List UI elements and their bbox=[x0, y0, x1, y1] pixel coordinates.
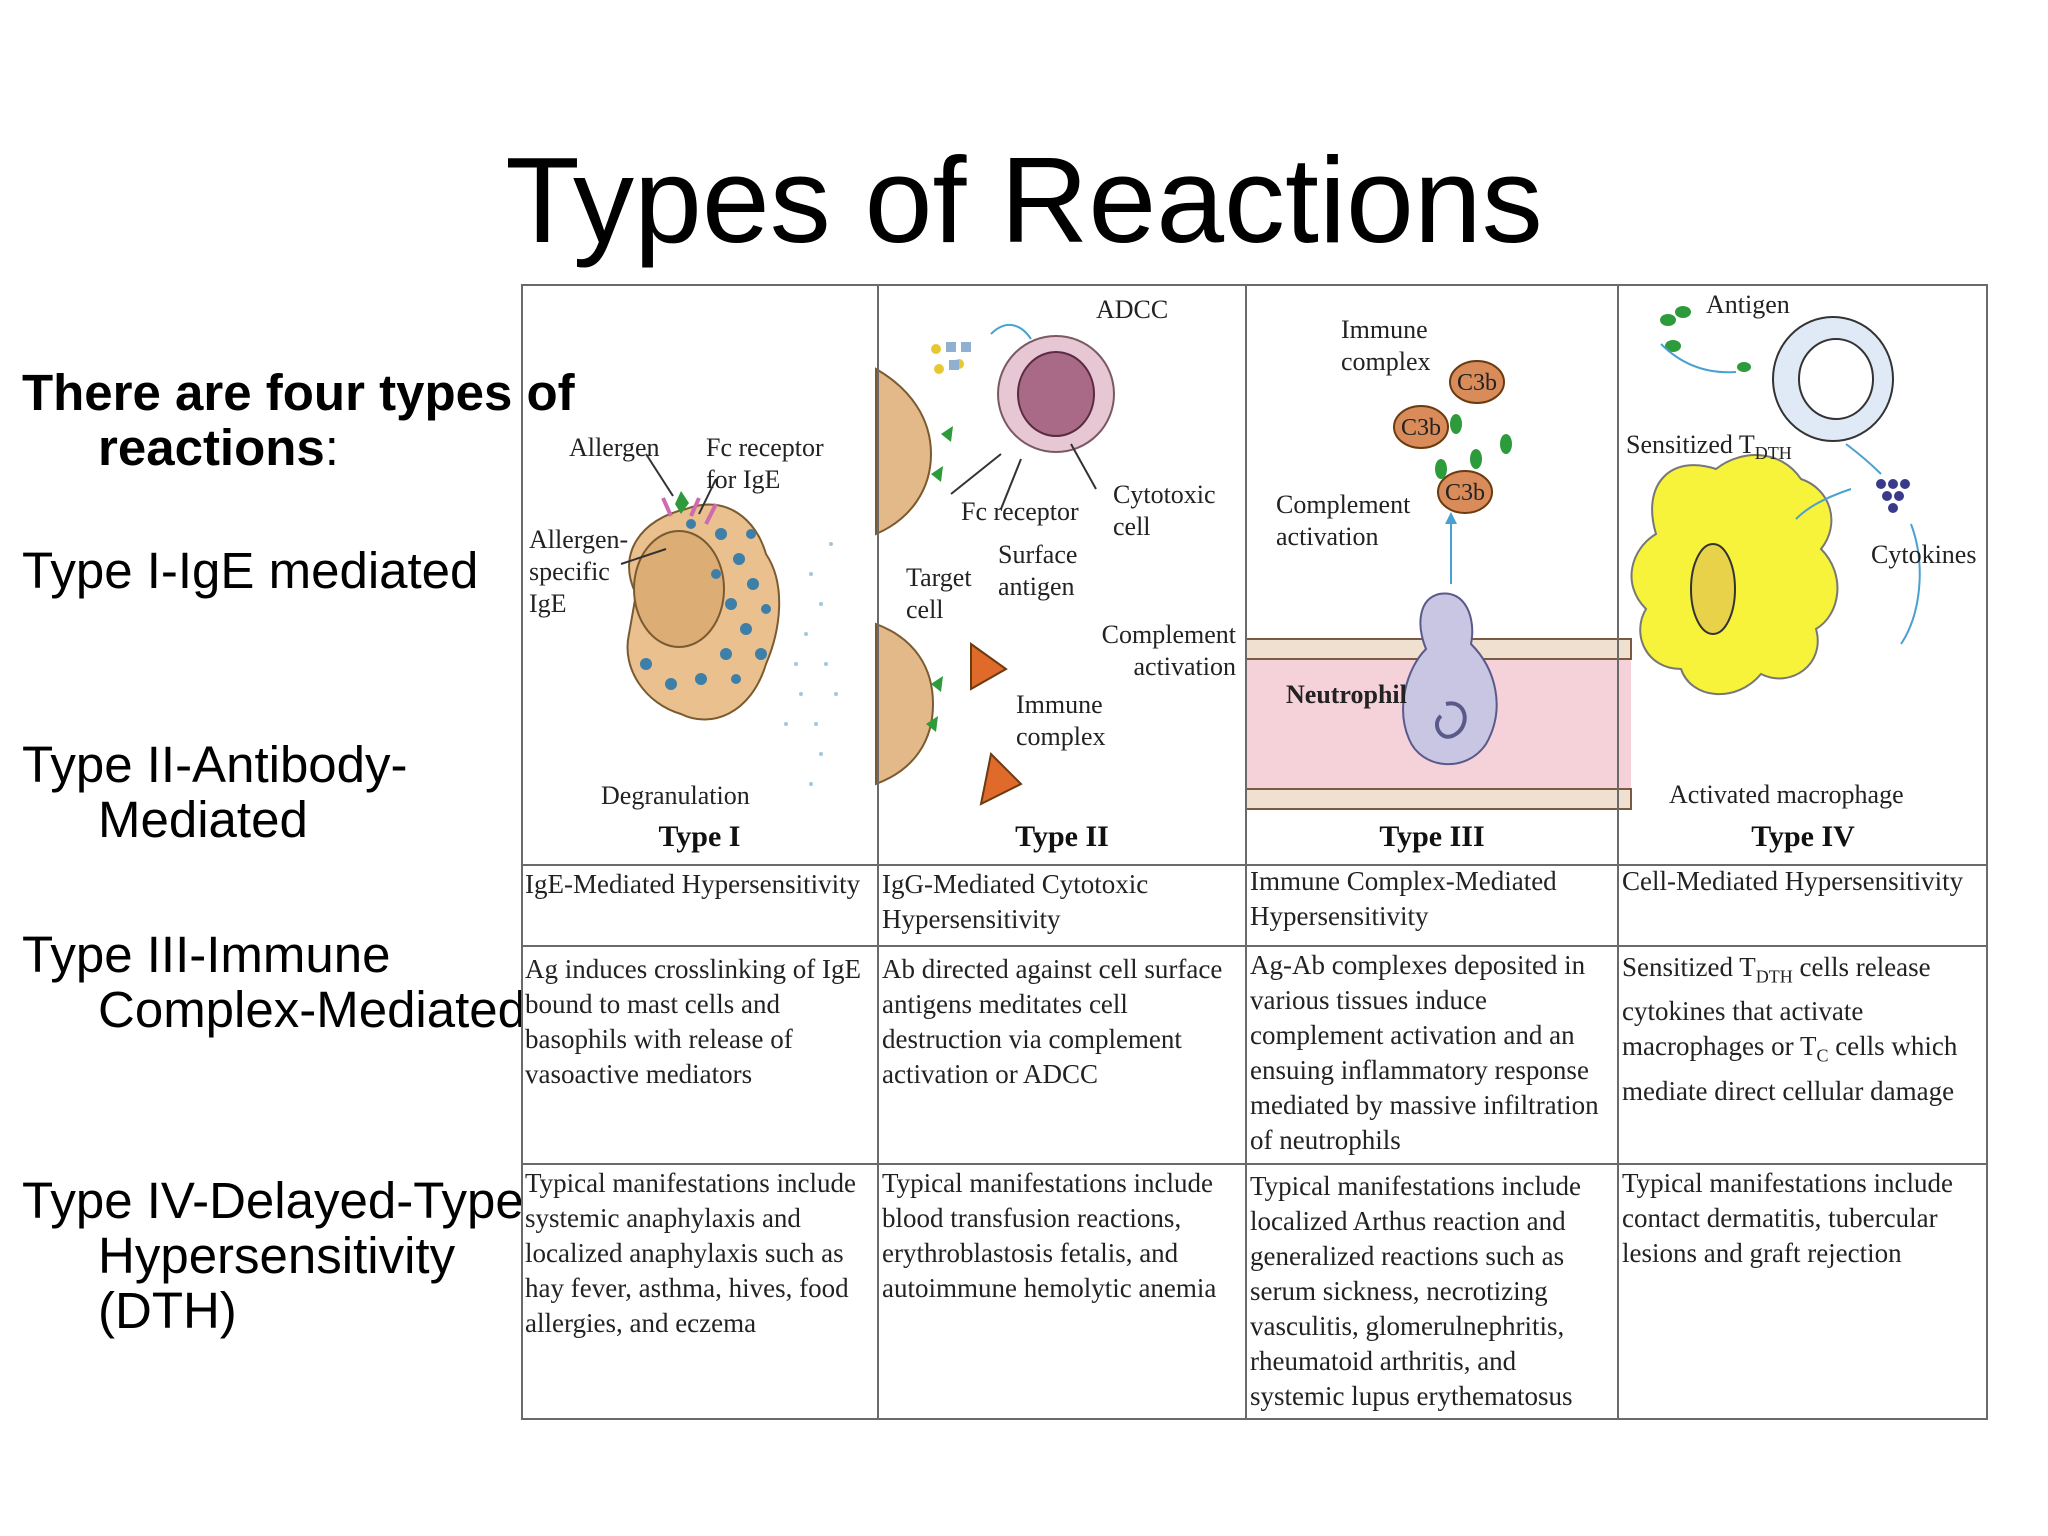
type-2-item: Type II-Antibody-Mediated bbox=[22, 736, 408, 848]
type-iii-caption: Type III bbox=[1379, 820, 1485, 853]
type-iv-caption: Type IV bbox=[1751, 820, 1855, 853]
adcc-label: ADCC bbox=[1096, 295, 1169, 324]
mech4-sub2: C bbox=[1816, 1045, 1829, 1066]
hypersensitivity-figure-table: C3b C3b C3b bbox=[521, 284, 1988, 1420]
mast-cell-illustration bbox=[620, 453, 838, 786]
manifestation-type4: Typical manifestations include contact d… bbox=[1622, 1168, 1954, 1268]
c3b-label-1: C3b bbox=[1457, 370, 1497, 396]
mechanism-type3: Ag-Ab complexes deposited in various tis… bbox=[1250, 950, 1599, 1155]
type-1-item: Type I-IgE mediated bbox=[22, 542, 479, 599]
mech4-post: cells which mediate direct cellular dama… bbox=[1622, 1031, 1958, 1106]
type-4-item: Type IV-Delayed-Type Hypersensitivity (D… bbox=[22, 1172, 524, 1339]
row-name-type2: IgG-Mediated Cytotoxic Hypersensitivity bbox=[882, 869, 1149, 934]
mech4-pre: Sensitized T bbox=[1622, 952, 1756, 982]
surface-antigen-label: Surface antigen bbox=[998, 540, 1078, 601]
fc-receptor-ige-label: Fc receptor for IgE bbox=[706, 433, 824, 494]
table-grid bbox=[521, 284, 1988, 1420]
slide-title: Types of Reactions bbox=[505, 132, 1543, 268]
sensitized-sub: DTH bbox=[1754, 443, 1792, 464]
activated-macrophage-label: Activated macrophage bbox=[1669, 780, 1904, 809]
manifestation-type3: Typical manifestations include localized… bbox=[1250, 1171, 1582, 1411]
type-ii-caption: Type II bbox=[1015, 820, 1109, 853]
intro-bold: There are four types of reactions bbox=[22, 364, 575, 476]
figure-graphics: C3b C3b C3b bbox=[521, 284, 1988, 1420]
complement-activation-label-iii: Complement activation bbox=[1276, 490, 1411, 551]
row-name-type3: Immune Complex-Mediated Hypersensitivity bbox=[1250, 866, 1557, 931]
sensitized-text: Sensitized T bbox=[1626, 430, 1755, 459]
complement-activation-label-ii: Complement activation bbox=[1101, 620, 1236, 681]
type-3-item: Type III-Immune Complex-Mediated bbox=[22, 926, 527, 1038]
type2-illustration bbox=[875, 324, 1115, 806]
fc-receptor-label: Fc receptor bbox=[961, 497, 1079, 526]
mech4-sub1: DTH bbox=[1755, 966, 1793, 987]
allergen-label: Allergen bbox=[569, 433, 660, 462]
row-name-type4: Cell-Mediated Hypersensitivity bbox=[1622, 866, 1964, 896]
intro-colon: : bbox=[324, 419, 339, 476]
type4-illustration bbox=[1630, 306, 1921, 696]
c3b-label-3: C3b bbox=[1445, 480, 1485, 506]
antigen-label: Antigen bbox=[1706, 290, 1790, 319]
mechanism-type4: Sensitized TDTH cells release cytokines … bbox=[1622, 950, 1984, 1109]
manifestation-type2: Typical manifestations include blood tra… bbox=[882, 1168, 1217, 1303]
immune-complex-label-ii: Immune complex bbox=[1016, 690, 1106, 751]
sensitized-tdth-label: Sensitized TDTH bbox=[1626, 429, 1792, 469]
cytokines-label: Cytokines bbox=[1871, 540, 1977, 569]
row-name-type1: IgE-Mediated Hypersensitivity bbox=[525, 869, 861, 899]
immune-complex-label-iii: Immune complex bbox=[1341, 315, 1431, 376]
intro-text: There are four types of reactions: bbox=[22, 365, 588, 475]
target-cell-label: Target cell bbox=[906, 563, 972, 624]
type-i-caption: Type I bbox=[658, 820, 741, 853]
cytotoxic-cell-label: Cytotoxic cell bbox=[1113, 480, 1216, 541]
type3-illustration: C3b C3b C3b bbox=[1245, 360, 1632, 810]
allergen-specific-ige-label: Allergen-specific IgE bbox=[529, 525, 629, 618]
mechanism-type2: Ab directed against cell surface antigen… bbox=[882, 954, 1223, 1089]
c3b-label-2: C3b bbox=[1401, 415, 1441, 441]
manifestation-type1: Typical manifestations include systemic … bbox=[525, 1168, 857, 1338]
neutrophil-label: Neutrophil bbox=[1286, 680, 1407, 709]
mech4-mid: cells release cytokines that activate ma… bbox=[1622, 952, 1931, 1062]
degranulation-label: Degranulation bbox=[601, 781, 750, 810]
mechanism-type1: Ag induces crosslinking of IgE bound to … bbox=[525, 954, 861, 1089]
